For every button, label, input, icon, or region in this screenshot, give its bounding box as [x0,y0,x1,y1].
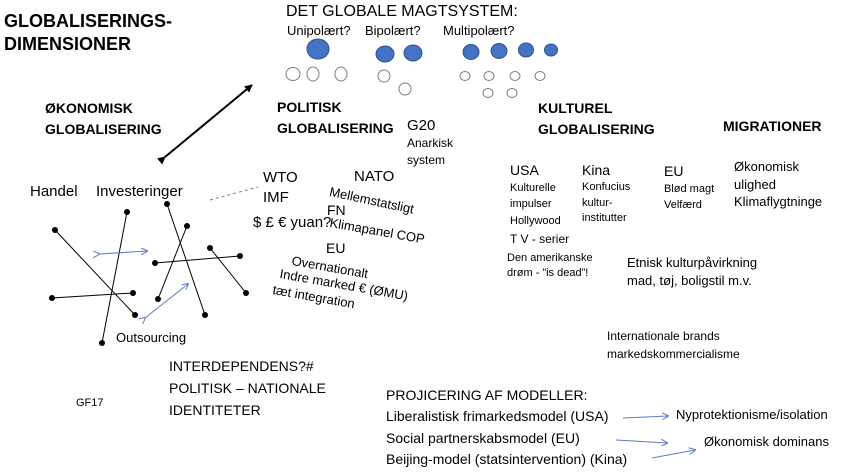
usa-item: impulser [510,198,552,210]
double-arrow [157,84,253,165]
bipolar-label: Bipolært? [365,23,421,38]
kina-item: kultur- [582,197,613,209]
small-circle [506,88,518,98]
interdependens-line3: IDENTITETER [169,402,261,418]
small-circle [306,66,320,82]
migration-item: ulighed [734,177,776,192]
multipolar-circles [459,42,558,98]
kina-item: Konfucius [582,181,631,193]
outsourcing-label: Outsourcing [116,330,187,345]
political-heading-line1: POLITISK [277,99,342,115]
usa-tv-label: T V - serier [510,232,570,246]
g20-label: G20 [407,117,436,134]
bipolar-big-circle [403,44,423,62]
kina-label: Kina [582,162,611,178]
multipolar-label: Multipolært? [443,23,515,38]
cultural-heading-line2: GLOBALISERING [538,121,655,137]
economic-heading-line2: GLOBALISERING [45,121,162,137]
unipolar-big-circle [306,38,330,60]
brands-line1: Internationale brands [607,329,720,343]
interdependens-line1: INTERDEPENDENS?# [169,358,314,374]
bipolar-circles [375,44,423,96]
interdependens-line2: POLITISK – NATIONALE [169,380,326,396]
model-liberal: Liberalistisk frimarkedsmodel (USA) [386,408,609,424]
multipolar-big-circle [544,43,558,57]
kina-item: institutter [582,212,627,224]
dream-line2: drøm - ”is dead”! [507,267,589,279]
migration-item: Klimaflygtninge [734,194,823,209]
small-circle [483,71,495,81]
small-circle [398,82,412,96]
dominans-label: Økonomisk dominans [704,434,829,449]
nato-label: NATO [354,168,395,185]
multipolar-big-circle [518,42,534,58]
small-circle [285,67,301,81]
small-circle [509,71,521,81]
eu-item: Blød magt [664,183,715,195]
small-circle [334,66,348,82]
small-circle [482,88,494,98]
multipolar-big-circle [462,44,480,60]
eu-item: Velfærd [664,199,702,211]
trade-nodes [49,201,249,346]
model-social: Social partnerskabsmodel (EU) [386,430,580,446]
usa-item: Hollywood [510,215,561,227]
brands-line2: markedskommercialisme [607,347,740,361]
model-beijing: Beijing-model (statsintervention) (Kina) [386,451,628,467]
heading-line2: DIMENSIONER [4,34,132,54]
anarkisk-line1: Anarkisk [407,136,454,150]
investeringer-label: Investeringer [96,183,183,200]
usa-label: USA [510,162,539,178]
currency-label: $ £ € yuan? [253,214,332,231]
anarkisk-line2: system [407,153,446,167]
eu-cultural-label: EU [664,163,684,179]
handel-label: Handel [30,183,78,200]
arrow-social-to-dominans [615,440,667,443]
wto-label: WTO [263,169,298,186]
etnisk-line1: Etnisk kulturpåvirkning [627,255,758,270]
blue-double-arrow [145,284,188,318]
usa-item: Kulturelle [510,182,556,194]
bipolar-big-circle [375,45,395,63]
models-title: PROJICERING AF MODELLER: [386,387,588,403]
multipolar-big-circle [490,43,508,59]
etnisk-line2: mad, tøj, boligstil m.v. [627,273,752,288]
small-circle [377,69,391,83]
nyprotektionisme-label: Nyprotektionisme/isolation [676,407,828,422]
small-circle [534,71,546,81]
magtsystem-title: DET GLOBALE MAGTSYSTEM: [286,3,518,20]
blue-double-arrow [99,251,147,254]
unipolar-circles [285,38,348,82]
heading-line1: GLOBALISERINGS- [4,11,173,31]
imf-label: IMF [263,189,289,206]
migration-heading: MIGRATIONER [723,118,822,134]
political-heading-line2: GLOBALISERING [277,120,394,136]
cultural-heading-line1: KULTUREL [538,100,613,116]
footer-code: GF17 [76,397,104,409]
small-circle [459,71,471,81]
trade-network [51,203,247,344]
eu-political-label: EU [326,240,346,256]
arrow-beijing-to-dominans [651,450,695,459]
dream-line1: Den amerikanske [507,252,593,264]
arrow-liberal-to-nyprotektionisme [622,416,668,418]
economic-heading-line1: ØKONOMISK [45,100,133,116]
dashed-connector [209,186,259,201]
migration-item: Økonomisk [734,159,800,174]
unipolar-label: Unipolært? [287,23,351,38]
fn-label: FN [327,202,346,218]
